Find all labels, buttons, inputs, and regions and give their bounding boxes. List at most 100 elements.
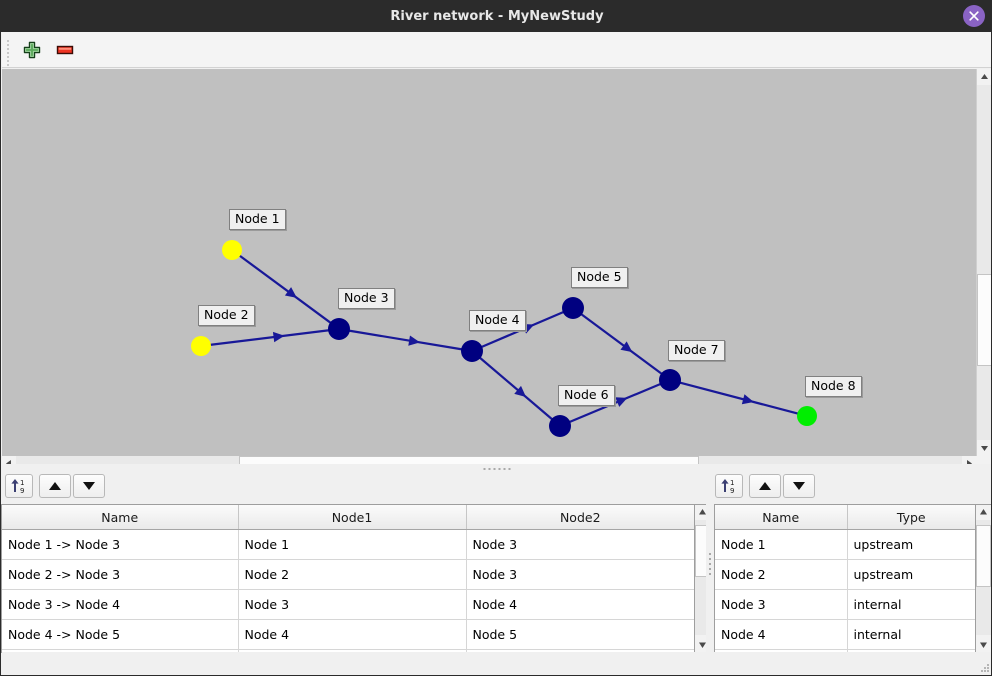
nodes-panel-toolbar: 1 9 [715, 474, 985, 504]
table-row[interactable] [715, 649, 975, 652]
canvas-vertical-scrollbar[interactable] [976, 69, 991, 456]
table-cell[interactable]: Node 1 [238, 529, 467, 560]
move-branch-down-button[interactable] [73, 474, 105, 498]
table-cell[interactable]: internal [847, 589, 975, 620]
table-cell[interactable]: Node 2 [238, 559, 467, 590]
scrollbar-thumb[interactable] [977, 274, 991, 366]
column-header[interactable]: Name [715, 505, 848, 530]
network-node[interactable] [659, 369, 681, 391]
network-node[interactable] [222, 240, 242, 260]
network-edge[interactable] [679, 381, 799, 415]
table-cell[interactable] [715, 649, 848, 652]
column-header[interactable]: Type [847, 505, 975, 530]
network-edge[interactable] [568, 382, 662, 424]
network-node[interactable] [549, 415, 571, 437]
horizontal-splitter[interactable] [2, 464, 991, 473]
table-cell[interactable]: Node 4 [715, 619, 848, 650]
move-node-down-button[interactable] [783, 474, 815, 498]
column-header[interactable]: Name [2, 505, 239, 530]
table-cell[interactable]: upstream [847, 559, 975, 590]
network-edge[interactable] [238, 254, 332, 324]
table-cell[interactable]: Node 5 [466, 619, 694, 650]
table-cell[interactable]: Node 4 [238, 619, 467, 650]
table-cell[interactable] [847, 649, 975, 652]
network-node[interactable] [562, 297, 584, 319]
move-node-up-button[interactable] [749, 474, 781, 498]
table-row[interactable] [2, 649, 694, 652]
table-cell[interactable]: Node 3 [715, 589, 848, 620]
table-cell[interactable]: internal [847, 619, 975, 650]
scroll-down-arrow[interactable] [977, 440, 991, 456]
scrollbar-track[interactable] [977, 85, 991, 440]
table-cell[interactable]: Node 3 [238, 589, 467, 620]
network-node-label[interactable]: Node 7 [668, 340, 725, 361]
table-cell[interactable]: Node 4 -> Node 5 [2, 619, 239, 650]
river-network-canvas[interactable]: Node 1 Node 2 Node 3 Node 4 Node 5 Node 6 Node… [2, 69, 991, 456]
table-cell[interactable]: Node 4 [466, 589, 694, 620]
network-node[interactable] [328, 318, 350, 340]
network-edge[interactable] [348, 329, 463, 351]
network-node-label[interactable]: Node 1 [229, 209, 286, 230]
network-node-label[interactable]: Node 3 [338, 288, 395, 309]
scroll-down-arrow[interactable] [976, 637, 991, 652]
network-node-label[interactable]: Node 2 [198, 305, 255, 326]
resize-grip-icon[interactable] [981, 664, 989, 672]
close-icon[interactable] [963, 5, 985, 27]
table-cell[interactable]: Node 3 [466, 559, 694, 590]
network-node[interactable] [461, 340, 483, 362]
sort-nodes-button[interactable]: 1 9 [715, 474, 743, 498]
vertical-splitter[interactable] [706, 473, 714, 654]
table-cell[interactable] [466, 649, 694, 652]
edge-direction-arrow [272, 331, 285, 343]
network-node[interactable] [191, 336, 211, 356]
table-cell[interactable]: Node 1 [715, 529, 848, 560]
network-node-label[interactable]: Node 8 [805, 376, 862, 397]
column-header[interactable]: Node1 [238, 505, 467, 530]
add-node-button[interactable] [20, 38, 44, 62]
table-cell[interactable] [2, 649, 239, 652]
network-graph[interactable] [2, 69, 976, 456]
scrollbar-thumb[interactable] [976, 525, 991, 587]
network-node-label[interactable]: Node 4 [469, 310, 526, 331]
network-edge[interactable] [209, 329, 330, 346]
network-node[interactable] [797, 406, 817, 426]
column-header[interactable]: Node2 [466, 505, 694, 530]
table-cell[interactable]: Node 1 -> Node 3 [2, 529, 239, 560]
network-edge[interactable] [580, 313, 663, 375]
remove-node-button[interactable] [53, 38, 77, 62]
table-cell[interactable]: upstream [847, 529, 975, 560]
table-cell[interactable]: Node 2 [715, 559, 848, 590]
scroll-up-arrow[interactable] [977, 69, 991, 85]
scroll-up-arrow[interactable] [976, 505, 991, 520]
network-edge[interactable] [478, 356, 554, 421]
table-cell[interactable]: Node 2 -> Node 3 [2, 559, 239, 590]
sort-branches-button[interactable]: 1 9 [5, 474, 33, 498]
branches-panel-toolbar: 1 9 [5, 474, 705, 504]
table-cell[interactable]: Node 3 [466, 529, 694, 560]
table-cell[interactable]: Node 3 -> Node 4 [2, 589, 239, 620]
network-node-label[interactable]: Node 6 [558, 385, 615, 406]
network-edges [209, 254, 799, 424]
toolbar-grip[interactable] [7, 40, 10, 66]
move-branch-up-button[interactable] [39, 474, 71, 498]
table-cell[interactable] [238, 649, 467, 652]
nodes-vertical-scrollbar[interactable] [976, 504, 991, 653]
network-node-label[interactable]: Node 5 [571, 267, 628, 288]
